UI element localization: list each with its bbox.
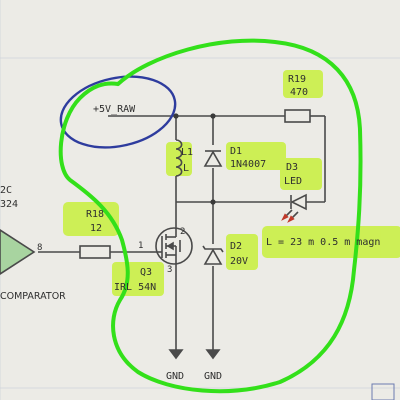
ground-right [205, 349, 221, 360]
ground-left [168, 349, 184, 360]
junctions [173, 113, 216, 205]
highlight-coil-note [262, 226, 400, 258]
label-l1-val: L [183, 163, 189, 174]
wires [38, 115, 326, 350]
label-d1-val: 1N4007 [230, 159, 266, 170]
highlight-d1 [226, 142, 286, 170]
opamp-comparator [0, 229, 36, 275]
label-u-val: 324 [0, 199, 18, 210]
diode-d1 [203, 150, 223, 167]
label-net-3: 3 [167, 265, 172, 275]
label-rail: +5V_RAW [93, 104, 136, 115]
label-comparator: COMPARATOR [0, 291, 66, 302]
green-marker-loop [58, 38, 363, 394]
label-d3-ref: D3 [286, 162, 298, 173]
mosfet-q3 [150, 222, 193, 268]
label-l1-ref: L1 [181, 147, 193, 158]
label-net-8: 8 [37, 243, 42, 253]
label-u-ref: 2C [0, 185, 12, 196]
label-q3-ref: Q3 [140, 267, 152, 278]
inductor-l1 [175, 139, 183, 177]
resistor-r19 [284, 109, 311, 123]
diode-d2 [202, 245, 224, 265]
label-r18-ref: R18 [86, 209, 104, 220]
label-gnd-right: GND [204, 371, 222, 382]
resistor-r18 [79, 245, 111, 259]
label-d3-val: LED [284, 176, 302, 187]
label-net-2: 2 [180, 227, 185, 237]
label-d2-val: 20V [230, 256, 248, 267]
label-q3-val: IRL 54N [114, 282, 156, 293]
labels: +5V_RAW R19 470 L1 L D1 1N4007 D3 LED R1… [0, 74, 380, 382]
label-r19-ref: R19 [288, 74, 306, 85]
corner-frame [371, 383, 395, 400]
label-coil-note: L = 23 m 0.5 m magn [266, 237, 380, 248]
label-r19-val: 470 [290, 87, 308, 98]
label-d1-ref: D1 [230, 146, 242, 157]
label-net-1: 1 [138, 241, 143, 251]
led-d3 [281, 193, 307, 223]
label-gnd-left: GND [166, 371, 184, 382]
highlight-d3 [280, 158, 322, 190]
highlight-marks [63, 70, 400, 296]
highlight-r19 [283, 70, 323, 98]
blue-marker-circle [59, 75, 177, 149]
highlight-d2 [226, 234, 258, 270]
label-r18-val: 12 [90, 223, 102, 234]
label-d2-ref: D2 [230, 241, 242, 252]
